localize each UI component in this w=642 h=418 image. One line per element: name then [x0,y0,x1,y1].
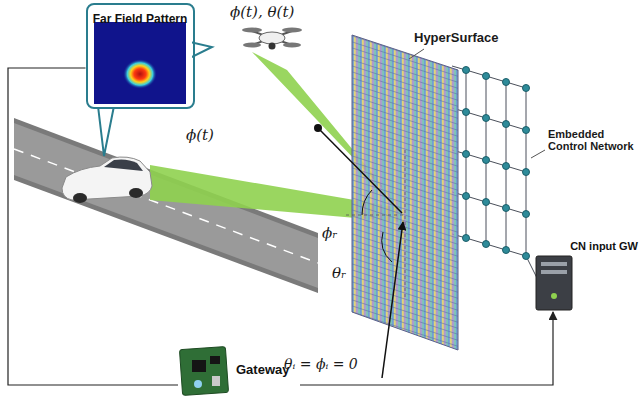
gateway-pcb [194,380,202,388]
control-network-nodes [503,205,510,212]
control-network-nodes [523,253,530,260]
angle-symbol: θᵣ [332,264,346,282]
computer-icon [551,293,557,299]
control-network-nodes [523,211,530,218]
node-label: Gateway [236,362,289,377]
geometry-lines [314,124,405,378]
control-network-nodes [523,169,530,176]
drone [242,28,262,33]
control-network-wires [452,108,526,130]
drone-angles: ϕ(t), θ(t) [230,3,294,21]
control-network-nodes [503,163,510,170]
leader-lines [531,150,545,158]
part-name: Embedded Control Network [548,128,638,152]
control-network-nodes [483,157,490,164]
control-network-wires [526,88,538,280]
angle-symbol: ϕᵣ [322,224,337,242]
gateway-pcb [210,356,220,364]
gateway-pcb [212,376,220,386]
control-network-nodes [503,121,510,128]
drone [242,28,302,50]
computer-icon [541,262,567,266]
drone [259,32,285,44]
control-network-nodes [503,79,510,86]
gateway-board: Gateway [178,342,300,398]
drone [243,43,261,48]
geometry-lines [318,128,402,213]
geometry-lines [314,124,322,132]
geometry-lines [382,232,392,262]
node-label: Far Field Pattern [93,12,188,26]
car-angle: ϕ(t) [186,126,214,144]
far-field-heatmap [94,22,186,104]
geometry-lines [405,150,406,300]
incidence-angle: θᵢ = ϕᵢ = 0 [284,356,358,372]
control-network-wires [452,150,526,172]
signal-line [8,68,178,385]
leader-lines [409,49,545,158]
hypersurface-panel [352,35,458,350]
control-network-nodes [503,247,510,254]
drone [282,28,302,33]
drone [283,43,301,48]
car [73,193,87,203]
car [62,157,152,200]
far-field-callout: Far Field Pattern [86,3,195,109]
geometry-lines [362,190,372,215]
drone [269,43,276,50]
computer-icon [536,256,572,310]
computer-icon [536,256,572,310]
far-field-callout-shape [88,3,192,109]
geometry-lines [345,215,403,216]
car [104,159,143,171]
control-network-wires [452,192,526,214]
control-network-wires [452,66,538,280]
far-field-heatmap [94,22,186,104]
control-network-nodes [523,127,530,134]
control-network-nodes [483,73,490,80]
control-network-nodes [483,115,490,122]
control-network-nodes [523,85,530,92]
control-network-nodes [483,241,490,248]
gateway-pcb [179,346,228,395]
far-field-callout-shape [98,106,114,156]
car [62,157,152,203]
control-network-nodes [463,151,470,158]
control-network-nodes [463,109,470,116]
node-label: CN input GW [570,240,638,252]
computer-icon [541,270,567,274]
cn-input-gateway: CN input GW [538,236,638,312]
part-name: HyperSurface [414,30,499,45]
control-network-nodes [463,67,470,74]
hypersurface-panel [352,35,458,350]
leader-lines [409,49,424,59]
car [129,188,143,198]
control-network-nodes [483,199,490,206]
control-network-nodes [463,193,470,200]
control-network-wires [452,66,526,88]
control-network-nodes [463,235,470,242]
geometry-lines [382,222,403,378]
gateway-pcb [179,346,228,395]
control-network-wires [452,234,526,256]
gateway-pcb [192,360,206,372]
far-field-heatmap [123,59,157,89]
control-network-nodes [463,67,530,260]
signal-line [300,312,553,385]
